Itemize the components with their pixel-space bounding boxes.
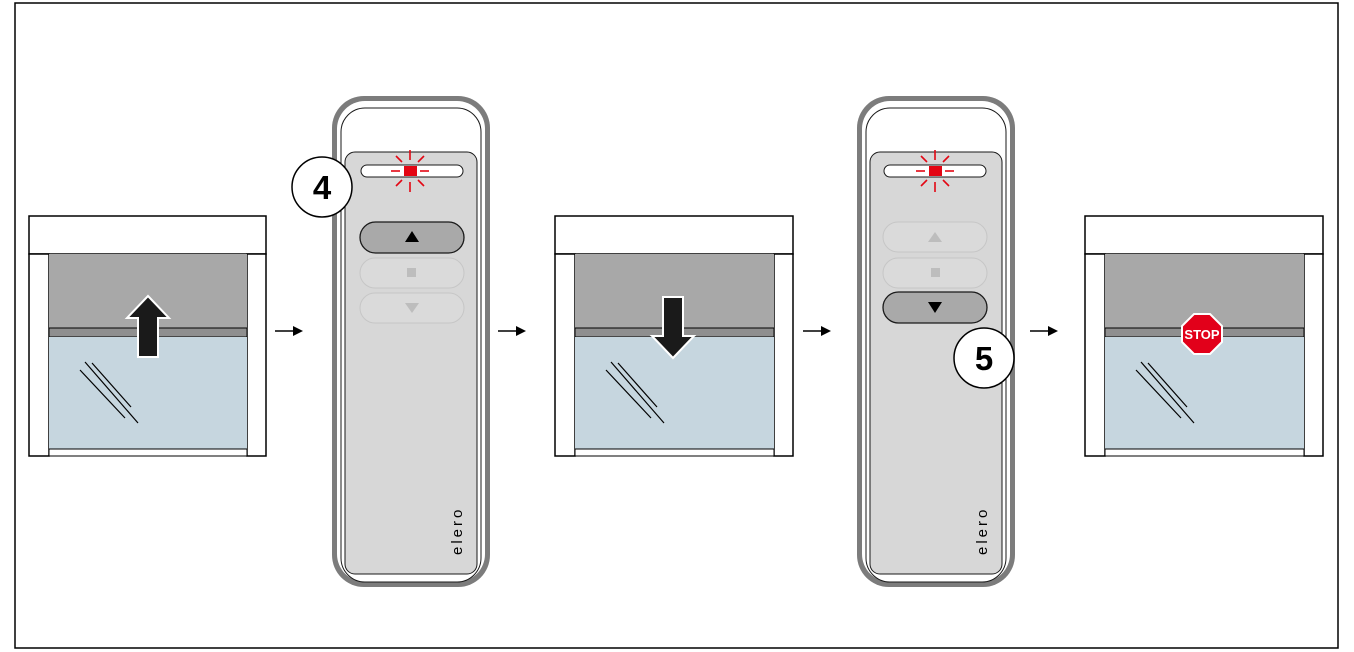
window-shutter-stopped: STOP xyxy=(1085,216,1323,456)
shutter-box xyxy=(1085,216,1323,254)
window-shutter-up xyxy=(29,216,266,456)
stop-sign-label: STOP xyxy=(1184,327,1219,342)
window-shutter-down xyxy=(555,216,793,456)
stop-square-icon xyxy=(931,268,940,277)
window-frame-right xyxy=(774,254,793,456)
window-frame-left xyxy=(1085,254,1105,456)
remote-brand-label: elero xyxy=(974,507,991,555)
led-light xyxy=(929,166,942,176)
step-number: 4 xyxy=(313,169,332,206)
window-frame-right xyxy=(1304,254,1323,456)
window-frame-right xyxy=(247,254,266,456)
remote-control-step-5: elero 5 xyxy=(857,96,1015,587)
shutter-box xyxy=(29,216,266,254)
window-frame-left xyxy=(29,254,49,456)
window-sill xyxy=(575,449,774,456)
led-light xyxy=(404,166,417,176)
stop-sign-icon: STOP xyxy=(1182,314,1222,354)
window-frame-left xyxy=(555,254,575,456)
shutter-box xyxy=(555,216,793,254)
step-number: 5 xyxy=(975,340,993,377)
remote-brand-label: elero xyxy=(449,507,466,555)
window-sill xyxy=(49,449,247,456)
stop-square-icon xyxy=(407,268,416,277)
window-sill xyxy=(1105,449,1304,456)
